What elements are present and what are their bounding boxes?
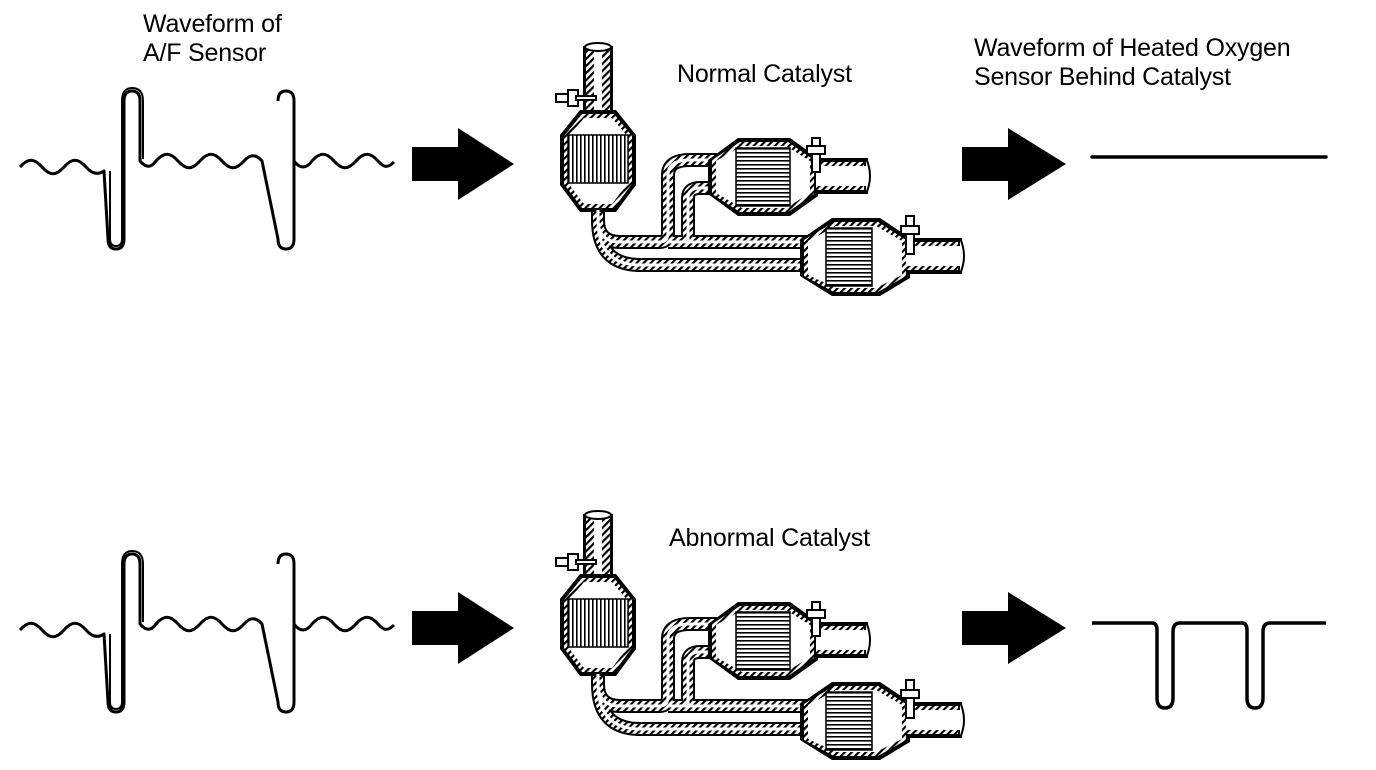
ho2-sensor-waveform-title: Waveform of Heated Oxygen Sensor Behind … (974, 34, 1291, 92)
right-arrow-icon (962, 128, 1066, 200)
af-sensor-title-line-2: A/F Sensor (143, 39, 267, 67)
af-sensor-title-line-1: Waveform of (143, 10, 282, 38)
right-arrow-icon (412, 128, 514, 200)
af-sensor-waveform-abnormal (18, 549, 396, 714)
exhaust-catalyst-icon (555, 510, 965, 760)
ho2-sensor-title-line-1: Waveform of Heated Oxygen (974, 34, 1291, 62)
af-sensor-waveform-title: Waveform of A/F Sensor (143, 10, 282, 68)
right-arrow-icon (412, 592, 514, 664)
ho2-sensor-title-line-2: Sensor Behind Catalyst (974, 63, 1231, 91)
normal-catalyst-label: Normal Catalyst (677, 60, 852, 88)
ho2-waveform-abnormal-dips (1092, 621, 1326, 710)
abnormal-catalyst-label: Abnormal Catalyst (669, 524, 870, 552)
af-sensor-waveform-normal (18, 86, 396, 251)
exhaust-catalyst-icon (555, 42, 965, 296)
right-arrow-icon (962, 592, 1066, 664)
